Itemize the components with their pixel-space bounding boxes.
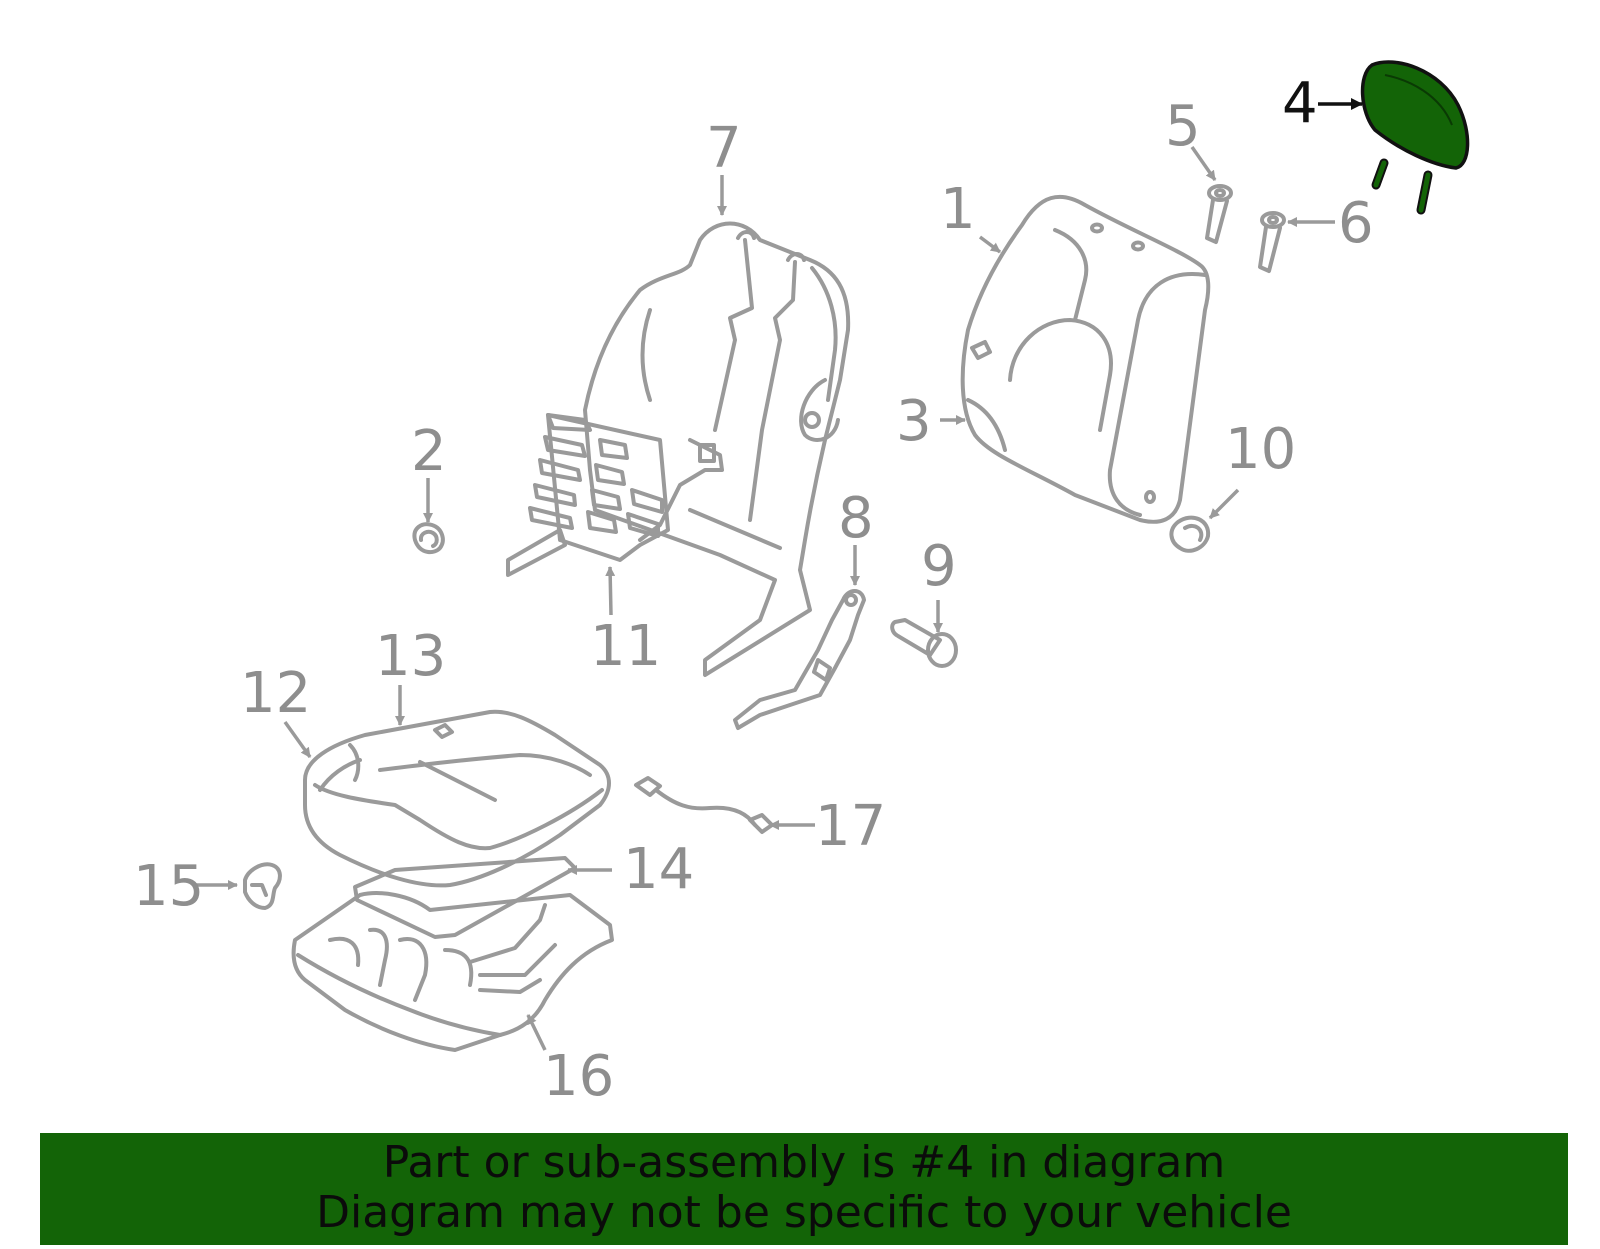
callout-12: 12 bbox=[240, 661, 311, 726]
info-banner: Part or sub-assembly is #4 in diagram Di… bbox=[40, 1133, 1568, 1245]
callout-labels: 1 2 3 4 5 6 7 8 9 10 11 12 13 14 15 16 1… bbox=[133, 71, 1374, 1109]
clip-part[interactable] bbox=[243, 862, 282, 910]
plug-part[interactable] bbox=[412, 522, 445, 555]
wire-harness[interactable] bbox=[634, 776, 774, 834]
callout-3: 3 bbox=[896, 389, 932, 454]
callout-10: 10 bbox=[1225, 417, 1296, 482]
leader-lines bbox=[195, 98, 1363, 1051]
lumbar-support[interactable] bbox=[506, 413, 670, 577]
callout-5: 5 bbox=[1165, 94, 1201, 159]
headrest-part[interactable] bbox=[1360, 60, 1470, 215]
headrest-guide-6[interactable] bbox=[1258, 211, 1286, 273]
seat-cushion-pad[interactable] bbox=[291, 891, 614, 1052]
callout-14: 14 bbox=[623, 837, 694, 902]
callout-9: 9 bbox=[921, 534, 957, 599]
bracket-part[interactable] bbox=[733, 589, 866, 730]
banner-line-part: Part or sub-assembly is #4 in diagram bbox=[382, 1137, 1226, 1188]
callout-2: 2 bbox=[411, 419, 447, 484]
headrest-guide-5[interactable] bbox=[1205, 184, 1233, 244]
callout-16: 16 bbox=[543, 1044, 614, 1109]
callout-17: 17 bbox=[815, 794, 886, 859]
callout-6: 6 bbox=[1338, 191, 1374, 256]
callout-4: 4 bbox=[1282, 71, 1318, 136]
callout-11: 11 bbox=[590, 614, 661, 679]
seat-cushion-cover[interactable] bbox=[303, 709, 611, 888]
callout-8: 8 bbox=[838, 486, 874, 551]
callout-15: 15 bbox=[133, 854, 204, 919]
callout-13: 13 bbox=[375, 624, 446, 689]
callout-1: 1 bbox=[940, 177, 976, 242]
seat-back-cover[interactable] bbox=[960, 194, 1211, 524]
recliner-knob[interactable] bbox=[1169, 515, 1211, 553]
bolt-part[interactable] bbox=[890, 618, 958, 668]
banner-line-disclaimer: Diagram may not be specific to your vehi… bbox=[316, 1187, 1292, 1238]
callout-7: 7 bbox=[706, 116, 742, 181]
